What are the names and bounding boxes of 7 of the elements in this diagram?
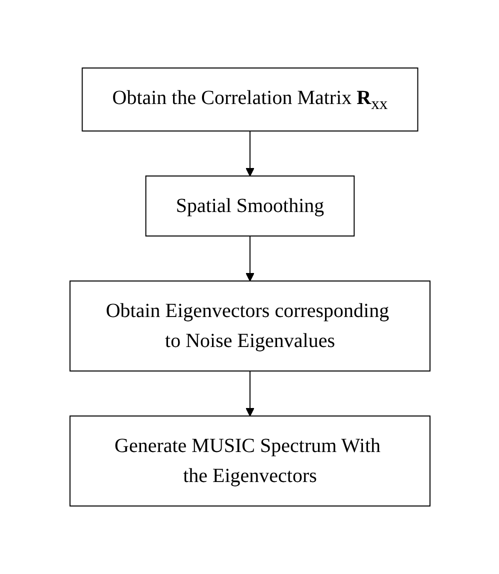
arrow [245, 236, 254, 282]
arrow [245, 130, 254, 176]
node-box: Generate MUSIC Spectrum With the Eigenvectors [69, 416, 430, 506]
node-box: Obtain the Correlation Matrix R$_{xx}$ [81, 68, 418, 132]
node-box: Spatial Smoothing [144, 176, 354, 236]
arrow [245, 370, 254, 416]
node-box: Obtain Eigenvectors corresponding to Noise Eigenvalues [69, 280, 430, 372]
